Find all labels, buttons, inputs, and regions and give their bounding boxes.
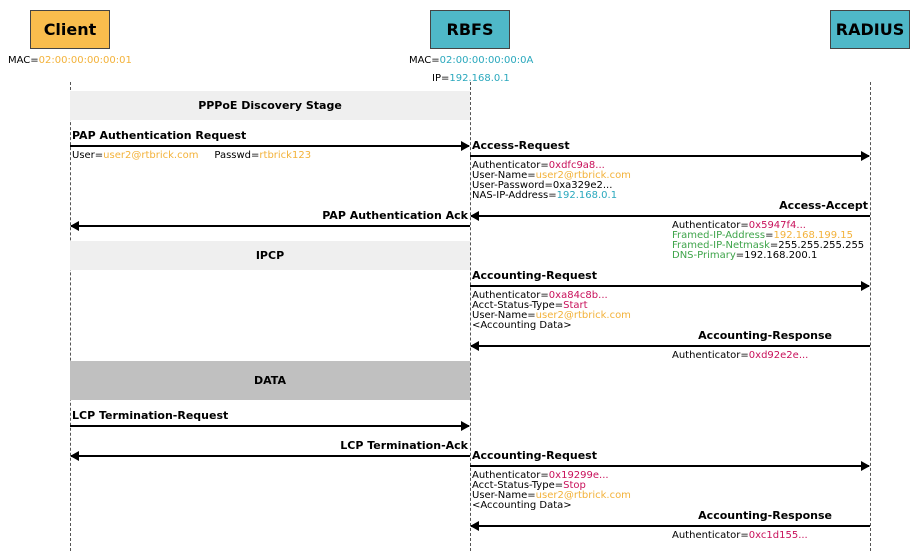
access-request-detail: Authenticator=0xdfc9a8... User-Name=user… bbox=[472, 160, 631, 201]
acct-request-1-detail: Authenticator=0xa84c8b... Acct-Status-Ty… bbox=[472, 290, 631, 331]
acct-response-2-label: Accounting-Response bbox=[698, 509, 832, 522]
acct-response-2-detail: Authenticator=0xc1d155... bbox=[672, 530, 808, 541]
access-accept-label: Access-Accept bbox=[779, 199, 868, 212]
acct-request-2-detail: Authenticator=0x19299e... Acct-Status-Ty… bbox=[472, 470, 631, 511]
rbfs-participant: RBFS bbox=[430, 10, 510, 49]
acct-response-1-label: Accounting-Response bbox=[698, 329, 832, 342]
acct-request-1-arrow bbox=[470, 281, 870, 291]
discovery-stage-band: PPPoE Discovery Stage bbox=[70, 91, 470, 120]
acct-response-1-arrow bbox=[470, 341, 870, 351]
radius-lifeline bbox=[870, 82, 871, 551]
acct-request-2-arrow bbox=[470, 461, 870, 471]
lcp-term-request-label: LCP Termination-Request bbox=[72, 409, 229, 422]
pap-request-label: PAP Authentication Request bbox=[72, 129, 247, 142]
pap-ack-label: PAP Authentication Ack bbox=[322, 209, 468, 222]
data-stage-band: DATA bbox=[70, 361, 470, 400]
rbfs-mac: MAC=02:00:00:00:00:0A bbox=[409, 55, 534, 66]
acct-request-2-label: Accounting-Request bbox=[472, 449, 597, 462]
access-request-label: Access-Request bbox=[472, 139, 570, 152]
access-accept-detail: Authenticator=0x5947f4... Framed-IP-Addr… bbox=[672, 220, 865, 261]
acct-response-1-detail: Authenticator=0xd92e2e... bbox=[672, 350, 809, 361]
client-lifeline bbox=[70, 82, 71, 551]
acct-request-1-label: Accounting-Request bbox=[472, 269, 597, 282]
radius-participant: RADIUS bbox=[830, 10, 910, 49]
client-participant: Client bbox=[30, 10, 110, 49]
access-request-arrow bbox=[470, 151, 870, 161]
pap-request-detail: User=user2@rtbrick.com Passwd=rtbrick123 bbox=[72, 150, 312, 161]
discovery-stage-label: PPPoE Discovery Stage bbox=[198, 99, 342, 112]
pap-ack-arrow bbox=[70, 221, 470, 231]
lcp-term-ack-label: LCP Termination-Ack bbox=[340, 439, 468, 452]
ipcp-stage-label: IPCP bbox=[255, 249, 285, 262]
data-stage-label: DATA bbox=[254, 374, 286, 387]
ipcp-stage-band: IPCP bbox=[70, 241, 470, 270]
rbfs-ip: IP=192.168.0.1 bbox=[432, 73, 510, 84]
client-mac: MAC=02:00:00:00:00:01 bbox=[8, 55, 132, 66]
pap-request-arrow bbox=[70, 141, 470, 151]
access-accept-arrow bbox=[470, 211, 870, 221]
lcp-term-request-arrow bbox=[70, 421, 470, 431]
acct-response-2-arrow bbox=[470, 521, 870, 531]
lcp-term-ack-arrow bbox=[70, 451, 470, 461]
rbfs-lifeline bbox=[470, 82, 471, 551]
